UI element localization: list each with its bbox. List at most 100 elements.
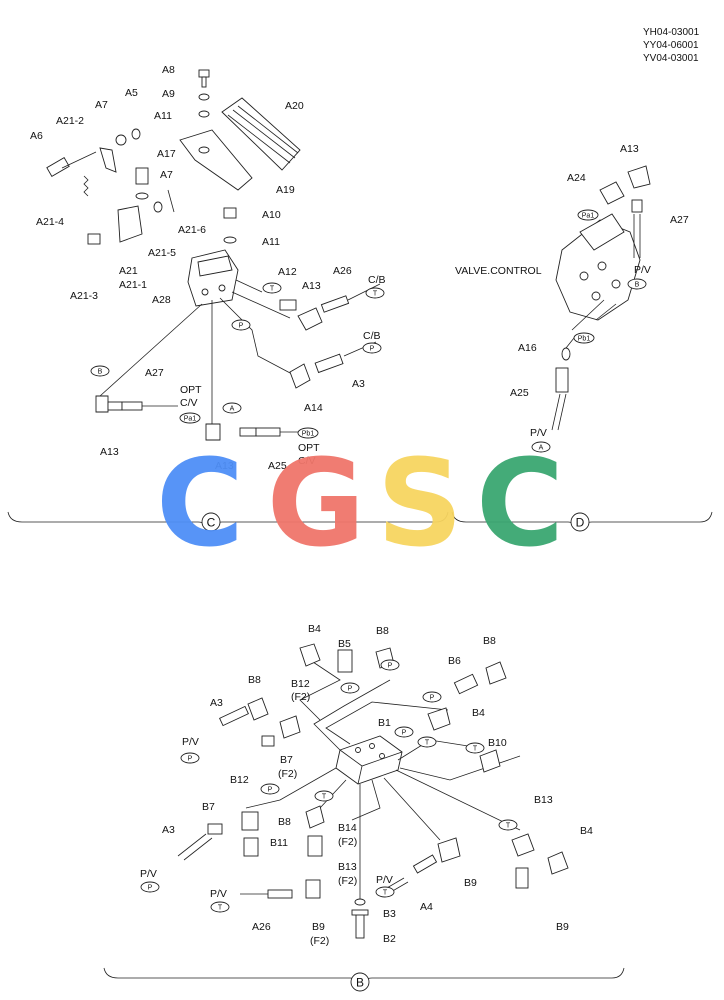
label-a10: A10 xyxy=(262,209,281,221)
section-d-drawing xyxy=(551,165,651,431)
svg-text:Pb1: Pb1 xyxy=(578,336,591,343)
label-pv-1: P/V xyxy=(634,264,651,276)
tag-t-6: T xyxy=(498,819,518,831)
label-a24: A24 xyxy=(567,172,586,184)
label-a25b: A25 xyxy=(510,387,529,399)
label-pv-3: P/V xyxy=(182,736,199,748)
label-b8b: B8 xyxy=(483,635,496,647)
svg-text:P: P xyxy=(268,787,273,794)
tag-p-1: P xyxy=(231,319,251,331)
label-f2d: (F2) xyxy=(338,875,357,887)
label-a13: A13 xyxy=(302,280,321,292)
label-a21-5: A21-5 xyxy=(148,247,176,259)
label-a4: A4 xyxy=(420,901,433,913)
svg-text:P: P xyxy=(402,730,407,737)
label-a27b: A27 xyxy=(670,214,689,226)
label-a19: A19 xyxy=(276,184,295,196)
label-a13c: A13 xyxy=(215,460,234,472)
tag-t-4: T xyxy=(465,742,485,754)
label-b12b: B12 xyxy=(230,774,249,786)
tag-p-4: P xyxy=(380,659,400,671)
tag-pb1-1: Pb1 xyxy=(297,427,319,439)
label-a6: A6 xyxy=(30,130,43,142)
label-a21-6: A21-6 xyxy=(178,224,206,236)
label-b8d: B8 xyxy=(278,816,291,828)
label-b6: B6 xyxy=(448,655,461,667)
tag-p-6: P xyxy=(394,726,414,738)
label-a11b: A11 xyxy=(262,236,280,248)
label-a21-2: A21-2 xyxy=(56,115,84,127)
svg-text:P: P xyxy=(348,686,353,693)
label-a14: A14 xyxy=(304,402,323,414)
svg-text:P: P xyxy=(239,323,244,330)
section-b-drawing xyxy=(177,643,569,939)
label-b14: B14 xyxy=(338,822,357,834)
tag-t-2: T xyxy=(365,287,385,299)
svg-text:Pa1: Pa1 xyxy=(184,416,197,423)
label-a21-1: A21-1 xyxy=(119,279,147,291)
tag-b-2: B xyxy=(627,278,647,290)
label-cv-1: C/V xyxy=(180,397,198,409)
label-pv-2: P/V xyxy=(530,427,547,439)
section-c-drawing xyxy=(46,69,381,441)
tag-a-1: A xyxy=(222,402,242,414)
label-a20: A20 xyxy=(285,100,304,112)
svg-text:D: D xyxy=(576,516,585,530)
tag-p-5: P xyxy=(422,691,442,703)
svg-text:T: T xyxy=(425,740,430,747)
label-f2a: (F2) xyxy=(291,691,310,703)
label-b7b: B7 xyxy=(202,801,215,813)
label-opt-1: OPT xyxy=(180,384,202,396)
label-a9: A9 xyxy=(162,88,175,100)
tag-t-1: T xyxy=(262,282,282,294)
svg-text:P: P xyxy=(430,695,435,702)
label-a28: A28 xyxy=(152,294,171,306)
svg-text:Pa1: Pa1 xyxy=(582,213,595,220)
label-a21-3: A21-3 xyxy=(70,290,98,302)
watermark-letter-c1: C xyxy=(156,435,244,574)
header-code-3: YV04-03001 xyxy=(643,53,699,64)
header-code-1: YH04-03001 xyxy=(643,27,700,38)
label-b8c: B8 xyxy=(248,674,261,686)
tag-p-8: P xyxy=(260,783,280,795)
label-b13b: B13 xyxy=(338,861,357,873)
label-a3b: A3 xyxy=(210,697,223,709)
label-b4b: B4 xyxy=(472,707,485,719)
label-cv-2: C/V xyxy=(298,455,316,467)
label-b9a: B9 xyxy=(464,877,477,889)
svg-text:T: T xyxy=(506,823,511,830)
label-b7a: B7 xyxy=(280,754,293,766)
label-a16: A16 xyxy=(518,342,537,354)
label-b12a: B12 xyxy=(291,678,310,690)
svg-text:P: P xyxy=(370,346,375,353)
watermark-letter-s: S xyxy=(377,435,463,574)
label-b3: B3 xyxy=(383,908,396,920)
svg-text:B: B xyxy=(635,282,640,289)
label-b1: B1 xyxy=(378,717,391,729)
label-a26b: A26 xyxy=(252,921,271,933)
header-code-2: YY04-06001 xyxy=(643,40,699,51)
svg-text:B: B xyxy=(356,976,364,990)
label-b11: B11 xyxy=(270,837,288,849)
svg-text:C: C xyxy=(207,516,216,530)
label-opt-2: OPT xyxy=(298,442,320,454)
watermark-letter-c2: C xyxy=(476,435,564,574)
svg-text:T: T xyxy=(473,746,478,753)
svg-text:A: A xyxy=(539,445,544,452)
label-a11: A11 xyxy=(154,110,172,122)
label-a8: A8 xyxy=(162,64,175,76)
svg-text:T: T xyxy=(383,890,388,897)
label-a12: A12 xyxy=(278,266,297,278)
tag-pa1-1: Pa1 xyxy=(179,412,201,424)
label-a5: A5 xyxy=(125,87,138,99)
svg-text:A: A xyxy=(230,406,235,413)
svg-text:P: P xyxy=(388,663,393,670)
svg-text:P: P xyxy=(188,756,193,763)
tag-pa1-2: Pa1 xyxy=(577,209,599,221)
svg-text:T: T xyxy=(373,291,378,298)
svg-text:T: T xyxy=(322,794,327,801)
tag-b-1: B xyxy=(90,365,110,377)
label-a21-4: A21-4 xyxy=(36,216,64,228)
svg-text:P: P xyxy=(148,885,153,892)
label-a3: A3 xyxy=(352,378,365,390)
